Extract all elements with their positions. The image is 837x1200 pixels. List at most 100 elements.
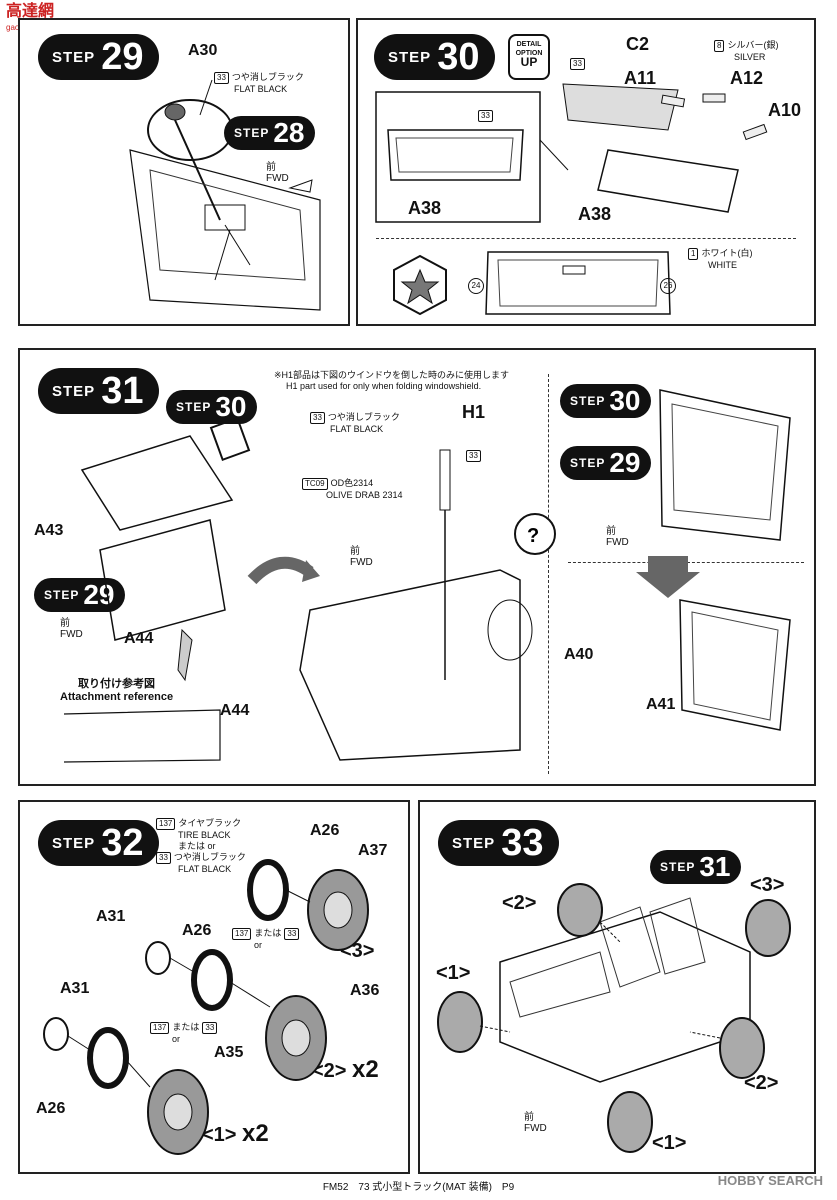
decal-24: 24 [468, 278, 484, 294]
attach-en: Attachment reference [60, 691, 174, 703]
ref-step-28: STEP 28 [224, 116, 315, 150]
ref-step-31: STEP 31 [650, 850, 741, 884]
part-a36: A36 [350, 982, 380, 999]
step-number: 33 [501, 821, 544, 864]
step-badge-33: STEP 33 [438, 820, 560, 866]
page-footer: FM52 73 式小型トラック(MAT 装備) P9 [322, 1182, 515, 1193]
step-number: 30 [215, 391, 247, 422]
step-word: STEP [44, 588, 80, 602]
part-a12: A12 [730, 68, 764, 88]
wheel-3-top: <3> [750, 874, 785, 896]
step-word: STEP [52, 48, 96, 66]
h1-paint-code: 33 [466, 450, 481, 462]
part-c2: C2 [626, 34, 650, 54]
silver-jp: シルバー(銀) [727, 40, 779, 50]
paint-33-b: 33 [478, 110, 493, 122]
step-badge-32: STEP 32 [38, 820, 160, 866]
tire-en: TIRE BLACK [178, 830, 231, 840]
wheel-1-label: <1> [202, 1124, 237, 1146]
attach-jp: 取り付け参考図 [78, 678, 156, 690]
wheel-2-label: <2> [312, 1060, 347, 1082]
fwd-en: FWD [524, 1123, 547, 1134]
step-word: STEP [52, 382, 96, 400]
part-a26-mid: A26 [182, 922, 212, 939]
h1-note-jp: ※H1部品は下図のウインドウを倒した時のみに使用します [274, 370, 510, 380]
part-a37: A37 [358, 842, 388, 859]
fwd-en: FWD [606, 537, 629, 548]
ref-step-30-right: STEP 30 [560, 384, 651, 418]
flat-code: 33 [202, 1022, 218, 1034]
or-jp: または [178, 841, 206, 851]
wheel-1-count: x2 [242, 1120, 269, 1147]
step-number: 30 [437, 35, 480, 78]
paint-en: FLAT BLACK [330, 424, 384, 434]
wheel-1: <1> x2 [202, 1120, 269, 1148]
wheel-2-count: x2 [352, 1056, 379, 1083]
site-logo-text: 高達網 [6, 3, 55, 20]
step-badge-29: STEP 29 [38, 34, 160, 80]
flat-code: 33 [284, 928, 300, 940]
paint-jp: つや消しブラック [327, 412, 400, 422]
part-a41: A41 [646, 696, 676, 713]
detail-up-badge: DETAIL OPTION UP [508, 34, 550, 80]
option-label: OPTION [515, 50, 543, 57]
fwd-jp: 前 [524, 1112, 534, 1123]
white-jp: ホワイト(白) [701, 248, 753, 258]
decal-24-label: 24 [471, 281, 481, 290]
part-a11: A11 [624, 68, 657, 88]
step-badge-30: STEP 30 [374, 34, 496, 80]
step-word: STEP [52, 834, 96, 852]
step-number: 31 [699, 851, 731, 882]
fwd-jp: 前 [350, 546, 360, 557]
low-or: または [172, 1022, 200, 1032]
part-a31-mid: A31 [96, 908, 126, 925]
decal-26-label: 26 [663, 281, 673, 290]
step-number: 32 [101, 821, 144, 864]
part-a40: A40 [564, 646, 594, 663]
step-word: STEP [570, 394, 606, 408]
step31-drawing: ? [63, 389, 791, 763]
part-a38-left: A38 [408, 198, 442, 218]
silver-en: SILVER [734, 52, 766, 62]
step-number: 28 [273, 117, 305, 148]
step-word: STEP [452, 834, 496, 852]
white-en: WHITE [708, 260, 737, 270]
part-h1: H1 [462, 402, 486, 422]
part-a43: A43 [34, 522, 64, 539]
step-number: 30 [609, 385, 641, 416]
part-a38-right: A38 [578, 204, 612, 224]
step-number: 31 [101, 369, 144, 412]
decal-26: 26 [660, 278, 676, 294]
fwd-jp: 前 [266, 162, 276, 173]
step-badge-31: STEP 31 [38, 368, 160, 414]
step-word: STEP [388, 48, 432, 66]
part-a44-ref: A44 [220, 702, 250, 719]
flat-jp: つや消しブラック [173, 852, 246, 862]
up-label: UP [520, 55, 538, 69]
od-jp: OD色2314 [330, 478, 374, 488]
step-number: 29 [101, 35, 144, 78]
step-word: STEP [570, 456, 606, 470]
paint-en: FLAT BLACK [234, 84, 288, 94]
mid-or: または [254, 928, 282, 938]
attach-reference-title: 取り付け参考図 Attachment reference [60, 678, 173, 704]
step30-drawing [375, 83, 768, 316]
svg-text:?: ? [527, 525, 539, 547]
step-word: STEP [660, 860, 696, 874]
detail-label: DETAIL [516, 41, 542, 48]
part-a30: A30 [188, 42, 218, 59]
wheel-1-left: <1> [436, 962, 471, 984]
part-a26-low: A26 [36, 1100, 66, 1117]
